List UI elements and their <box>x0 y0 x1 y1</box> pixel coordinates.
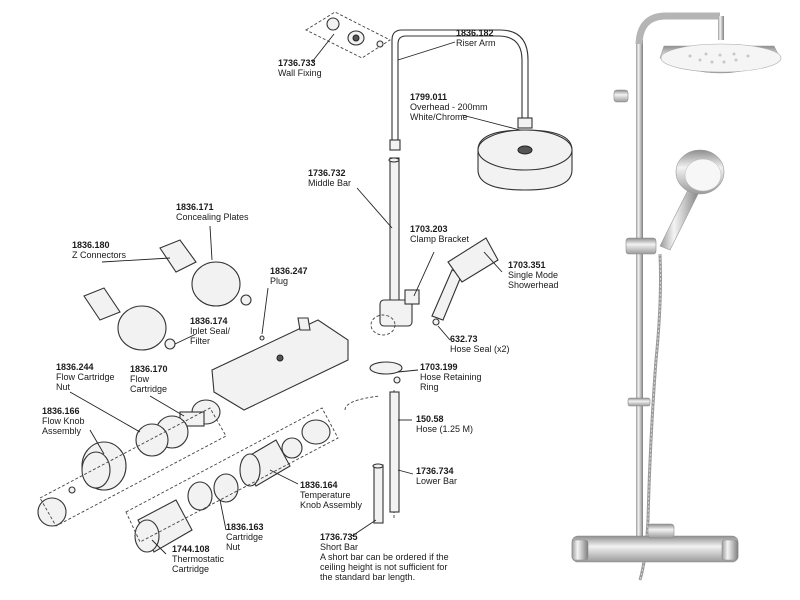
part-code: 1836.244 <box>56 362 94 372</box>
part-description: Cartridge <box>226 532 264 542</box>
label-concealing-plates: 1836.171 Concealing Plates <box>176 202 249 222</box>
label-z-connectors: 1836.180 Z Connectors <box>72 240 126 260</box>
part-description: Wall Fixing <box>278 68 322 78</box>
part-code: 1836.182 <box>456 28 494 38</box>
wall-fixing-drawing <box>305 11 391 59</box>
label-flow-knob-assembly: 1836.166 Flow Knob Assembly <box>42 406 85 436</box>
part-code: 1836.174 <box>190 316 228 326</box>
part-description: Hose (1.25 M) <box>416 424 474 434</box>
label-overhead: 1799.011 Overhead - 200mm White/Chrome <box>410 92 488 122</box>
middle-bar-drawing <box>388 157 400 309</box>
flow-cartridge-nut-drawing <box>135 415 189 457</box>
hose-connection-line <box>344 395 381 411</box>
part-code: 1744.108 <box>172 544 210 554</box>
label-hose: 150.58 Hose (1.25 M) <box>416 414 473 434</box>
thermostatic-cartridge-drawing <box>134 473 239 553</box>
part-code: 1836.247 <box>270 266 308 276</box>
part-code: 1836.166 <box>42 406 80 416</box>
part-description-line2: Knob Assembly <box>300 500 363 510</box>
label-lower-bar: 1736.734 Lower Bar <box>416 466 457 486</box>
part-description: Overhead - 200mm <box>410 102 488 112</box>
concealing-plates-drawing <box>117 261 252 351</box>
label-hose-seal: 632.73 Hose Seal (x2) <box>450 334 510 354</box>
part-code: 1836.180 <box>72 240 110 250</box>
part-description: Hose Seal (x2) <box>450 344 510 354</box>
label-wall-fixing: 1736.733 Wall Fixing <box>278 58 322 78</box>
label-hose-retaining-ring: 1703.199 Hose Retaining Ring <box>420 362 482 392</box>
part-code: 632.73 <box>450 334 478 344</box>
part-code: 1703.199 <box>420 362 458 372</box>
part-description-line2: Cartridge <box>130 384 168 394</box>
part-description: Single Mode <box>508 270 559 280</box>
part-description: Z Connectors <box>72 250 127 260</box>
label-cartridge-nut: 1836.163 Cartridge Nut <box>226 522 264 552</box>
part-code: 1836.163 <box>226 522 264 532</box>
part-description: Flow <box>130 374 150 384</box>
hose-retaining-ring-drawing <box>369 361 403 384</box>
short-bar-drawing <box>372 463 384 524</box>
product-photo <box>571 12 782 581</box>
part-description: Inlet Seal/ <box>190 326 231 336</box>
part-code: 1836.170 <box>130 364 168 374</box>
part-code: 1736.734 <box>416 466 454 476</box>
part-code: 1799.011 <box>410 92 448 102</box>
part-description-line2: Nut <box>226 542 241 552</box>
part-code: 1736.733 <box>278 58 316 68</box>
label-single-mode-showerhead: 1703.351 Single Mode Showerhead <box>508 260 559 290</box>
part-description: Temperature <box>300 490 351 500</box>
part-description-line2: White/Chrome <box>410 112 468 122</box>
single-mode-showerhead-drawing <box>431 237 499 326</box>
flow-knob-drawing <box>37 441 127 527</box>
leader-lines <box>69 33 521 555</box>
part-description: Middle Bar <box>308 178 352 188</box>
part-description: Flow Cartridge <box>56 372 115 382</box>
part-code: 1703.351 <box>508 260 546 270</box>
part-code: 1736.735 <box>320 532 358 542</box>
temperature-knob-drawing <box>239 419 331 487</box>
clamp-bracket-drawing <box>370 289 420 336</box>
lower-bar-drawing <box>389 391 400 513</box>
part-description: Concealing Plates <box>176 212 249 222</box>
riser-arm-drawing <box>389 29 529 151</box>
part-description-line2: Assembly <box>42 426 82 436</box>
part-description: Thermostatic <box>172 554 225 564</box>
part-description: Lower Bar <box>416 476 458 486</box>
label-flow-cartridge-nut: 1836.244 Flow Cartridge Nut <box>56 362 115 392</box>
part-description-line2: Cartridge <box>172 564 210 574</box>
part-description: Riser Arm <box>456 38 496 48</box>
z-connectors-drawing <box>83 239 197 321</box>
part-description: Short Bar <box>320 542 359 552</box>
part-description-line2: Nut <box>56 382 71 392</box>
part-description: Plug <box>270 276 289 286</box>
flow-group-frame <box>39 407 227 527</box>
label-clamp-bracket: 1703.203 Clamp Bracket <box>410 224 469 244</box>
part-description-line2: Ring <box>420 382 439 392</box>
cartridge-group-frame <box>125 407 339 543</box>
label-temperature-knob-assembly: 1836.164 Temperature Knob Assembly <box>300 480 362 510</box>
part-description: Flow Knob <box>42 416 85 426</box>
overhead-shower-drawing <box>477 117 573 191</box>
part-description-line2: Showerhead <box>508 280 559 290</box>
valve-body-drawing <box>211 317 349 411</box>
part-code: 1836.171 <box>176 202 214 212</box>
short-bar-note: A short bar can be ordered if the ceilin… <box>320 552 449 582</box>
part-code: 1703.203 <box>410 224 448 234</box>
label-plug: 1836.247 Plug <box>270 266 308 286</box>
part-description-line2: Filter <box>190 336 210 346</box>
label-middle-bar: 1736.732 Middle Bar <box>308 168 351 188</box>
label-thermostatic-cartridge: 1744.108 Thermostatic Cartridge <box>172 544 224 574</box>
part-description: Hose Retaining <box>420 372 482 382</box>
label-short-bar: 1736.735 Short Bar A short bar can be or… <box>320 532 460 582</box>
label-flow-cartridge: 1836.170 Flow Cartridge <box>130 364 168 394</box>
part-code: 1836.164 <box>300 480 338 490</box>
part-code: 150.58 <box>416 414 444 424</box>
label-inlet-seal: 1836.174 Inlet Seal/ Filter <box>190 316 230 346</box>
label-riser-arm: 1836.182 Riser Arm <box>456 28 496 48</box>
part-code: 1736.732 <box>308 168 346 178</box>
part-description: Clamp Bracket <box>410 234 470 244</box>
